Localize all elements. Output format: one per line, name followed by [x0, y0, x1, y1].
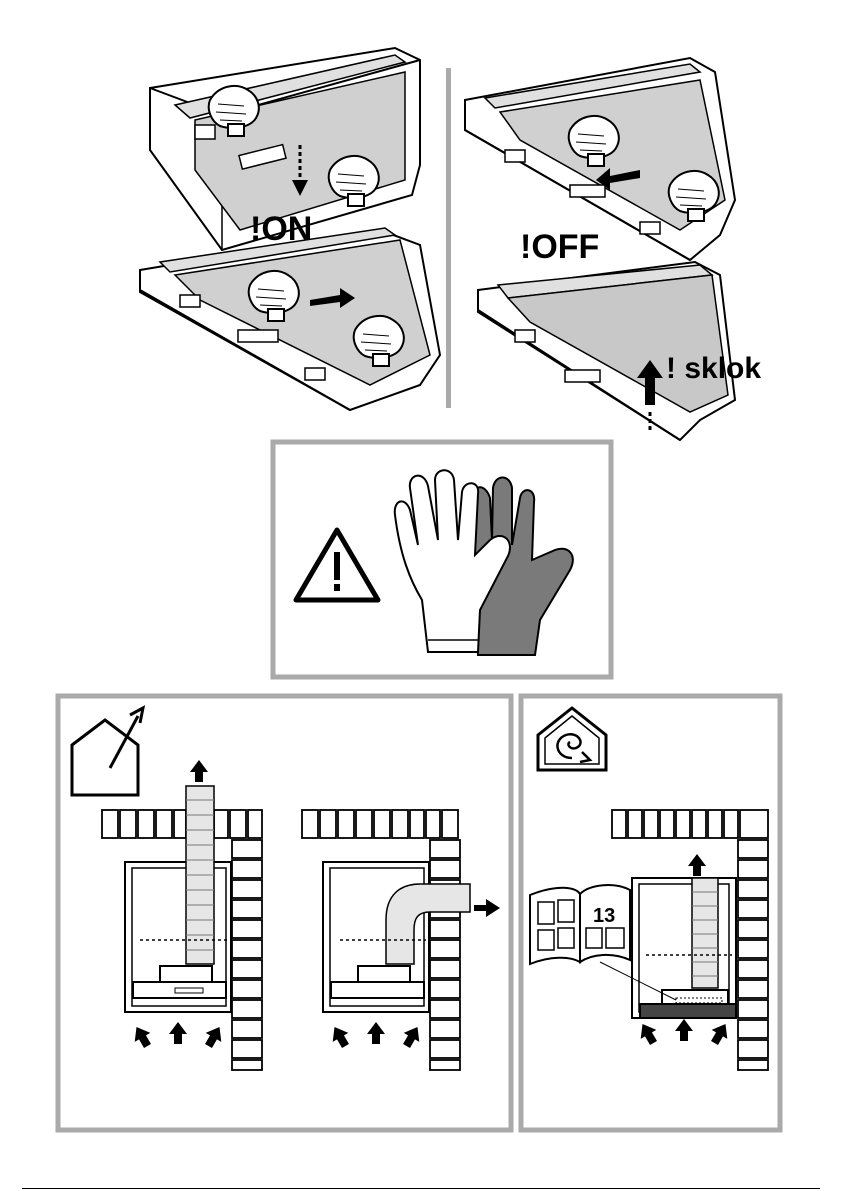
label-glass: ! sklok [666, 352, 761, 385]
hood-drawing-bottom-right [478, 262, 735, 440]
filter-insert-panel: !ON [140, 48, 440, 410]
hood-drawing-top-right [465, 58, 735, 260]
filter-removal-panel: !OFF ! sklok [465, 58, 761, 440]
label-off: !OFF [520, 228, 599, 266]
page-reference-number: 13 [593, 905, 615, 927]
safety-warning-panel [273, 442, 611, 677]
ducted-extraction-panel [58, 696, 511, 1130]
page-bottom-rule [22, 1188, 820, 1189]
vertical-divider [446, 68, 451, 408]
hood-drawing-bottom-left [140, 228, 440, 410]
recirculation-panel: 13 [521, 696, 780, 1130]
